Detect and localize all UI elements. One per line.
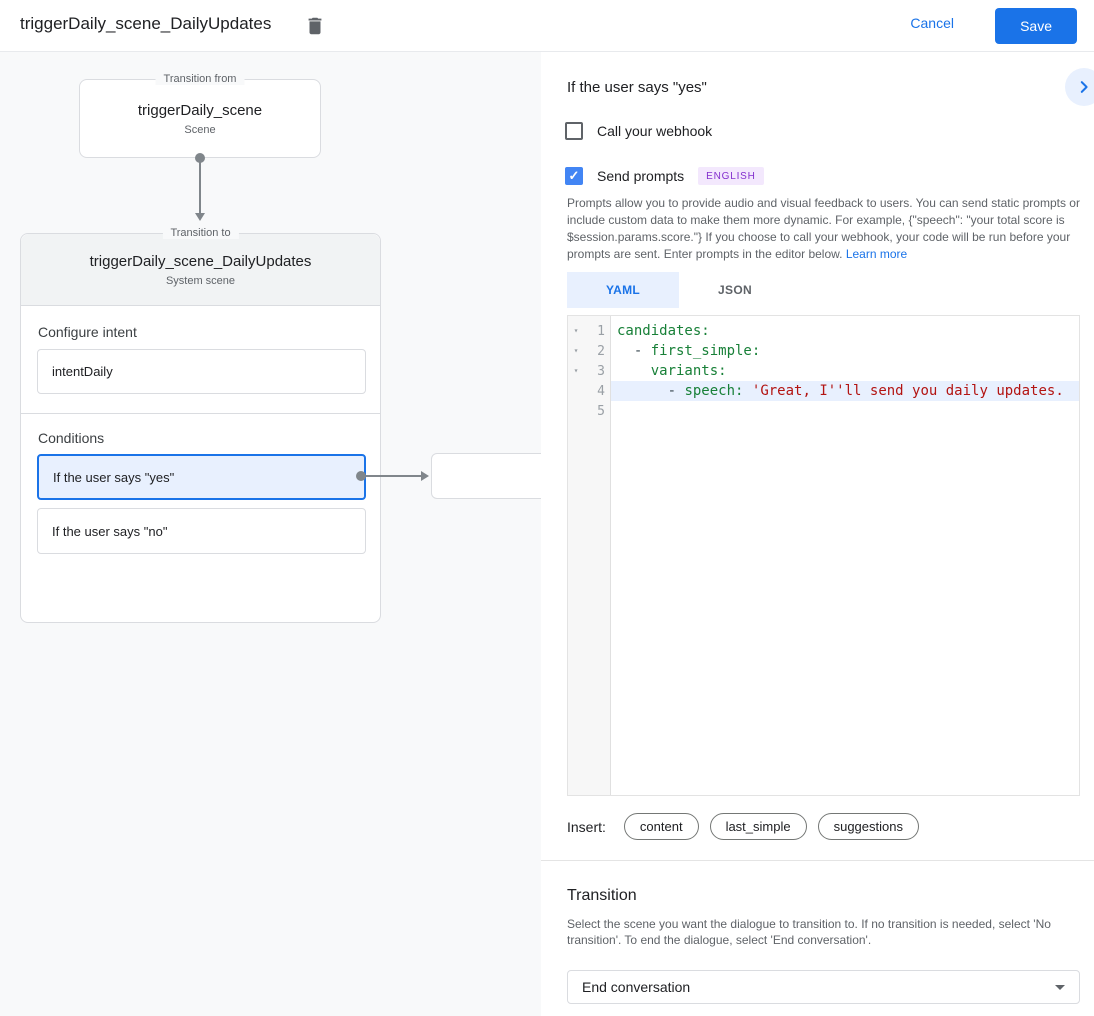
arrow-down-icon	[195, 213, 205, 221]
prompt-code-editor[interactable]: ▾ 1 ▾ 2 ▾ 3 4 5	[567, 315, 1080, 796]
webhook-checkbox-label: Call your webhook	[597, 123, 713, 139]
condition-detail-panel: If the user says "yes" Call your webhook…	[541, 52, 1094, 1016]
insert-chip-content[interactable]: content	[623, 813, 699, 840]
yaml-key: first_simple:	[650, 343, 761, 359]
tab-json[interactable]: JSON	[718, 283, 752, 297]
to-scene-name: triggerDaily_scene_DailyUpdates	[89, 252, 312, 270]
connector-line-horizontal	[366, 475, 423, 477]
line-number: 2	[597, 343, 605, 359]
code-area[interactable]: candidates: - first_simple: variants: - …	[611, 316, 1079, 795]
transition-description: Select the scene you want the dialogue t…	[567, 917, 1051, 947]
webhook-checkbox-row: Call your webhook	[565, 121, 712, 141]
to-scene-type: System scene	[165, 274, 236, 287]
code-line: variants:	[611, 361, 1079, 381]
checkmark-icon: ✓	[568, 168, 580, 183]
fold-caret-icon[interactable]: ▾	[573, 346, 579, 355]
editor-gutter: ▾ 1 ▾ 2 ▾ 3 4 5	[568, 316, 611, 795]
yaml-key: speech:	[684, 383, 744, 399]
prompts-checkbox-label: Send prompts	[597, 168, 685, 184]
transition-heading: Transition	[567, 887, 637, 904]
yaml-plain: -	[617, 343, 651, 359]
collapse-panel-button[interactable]	[1065, 68, 1094, 106]
yaml-plain	[743, 383, 751, 399]
section-divider	[21, 413, 380, 414]
page-title: triggerDaily_scene_DailyUpdates	[20, 14, 272, 33]
prompts-checkbox-row: ✓ Send prompts ENGLISH	[565, 166, 764, 186]
code-line: candidates:	[611, 321, 1079, 341]
line-number: 3	[597, 363, 605, 379]
scene-flow-canvas: Transition from triggerDaily_scene Scene…	[0, 52, 541, 1016]
insert-chip-last-simple[interactable]: last_simple	[709, 813, 807, 840]
yaml-key: variants:	[650, 363, 727, 379]
editor-format-tabs: YAML JSON	[567, 272, 791, 308]
code-line: - first_simple:	[611, 341, 1079, 361]
transition-dropdown[interactable]: End conversation	[567, 970, 1080, 1004]
fold-caret-icon[interactable]: ▾	[573, 326, 579, 335]
cancel-button[interactable]: Cancel	[910, 15, 954, 31]
insert-row: Insert: content last_simple suggestions	[567, 813, 930, 840]
transition-target-node[interactable]	[431, 453, 541, 499]
panel-heading: If the user says "yes"	[567, 79, 707, 96]
gutter-row: ▾ 1	[568, 321, 610, 341]
configure-intent-heading: Configure intent	[38, 324, 137, 340]
insert-label: Insert:	[567, 818, 606, 835]
yaml-plain: -	[617, 383, 685, 399]
insert-chip-suggestions[interactable]: suggestions	[817, 813, 919, 840]
prompts-checkbox[interactable]: ✓	[565, 167, 583, 185]
prompts-description: Prompts allow you to provide audio and v…	[567, 195, 1080, 263]
prompts-description-text: Prompts allow you to provide audio and v…	[567, 196, 1080, 261]
transition-from-node[interactable]: Transition from triggerDaily_scene Scene	[79, 73, 321, 158]
caret-down-icon	[1055, 984, 1065, 990]
connector-line-vertical	[199, 158, 201, 214]
tab-yaml[interactable]: YAML	[567, 272, 679, 308]
condition-item-no[interactable]: If the user says "no"	[37, 508, 366, 554]
yaml-string: 'Great, I''ll send you daily updates.	[751, 383, 1064, 399]
gutter-row: ▾ 3	[568, 361, 610, 381]
conditions-heading: Conditions	[38, 430, 105, 446]
condition-item-yes[interactable]: If the user says "yes"	[37, 454, 366, 500]
save-button[interactable]: Save	[995, 8, 1077, 44]
yaml-plain	[617, 363, 651, 379]
line-number: 5	[597, 403, 605, 419]
panel-divider	[541, 860, 1094, 861]
trash-icon	[304, 15, 326, 37]
transition-to-node[interactable]: Transition to triggerDaily_scene_DailyUp…	[20, 227, 381, 623]
line-number: 4	[597, 383, 605, 399]
chevron-right-icon	[1075, 78, 1093, 96]
code-line	[611, 401, 1079, 421]
language-badge: ENGLISH	[698, 167, 764, 185]
gutter-row: 4	[568, 381, 610, 401]
yaml-key: candidates:	[617, 323, 710, 339]
transition-to-legend: Transition to	[162, 227, 239, 239]
fold-caret-icon[interactable]: ▾	[573, 366, 579, 375]
top-bar: triggerDaily_scene_DailyUpdates Cancel S…	[0, 0, 1094, 52]
from-scene-type: Scene	[184, 123, 216, 136]
gutter-row: 5	[568, 401, 610, 421]
line-number: 1	[597, 323, 605, 339]
arrow-right-icon	[421, 471, 429, 481]
code-line-active: - speech: 'Great, I''ll send you daily u…	[611, 381, 1079, 401]
delete-button[interactable]	[302, 13, 328, 39]
to-scene-header: triggerDaily_scene_DailyUpdates System s…	[21, 234, 380, 306]
connector-dot	[356, 471, 366, 481]
from-scene-name: triggerDaily_scene	[137, 101, 263, 119]
webhook-checkbox[interactable]	[565, 122, 583, 140]
learn-more-link[interactable]: Learn more	[845, 247, 908, 261]
transition-dropdown-value: End conversation	[582, 979, 691, 995]
transition-from-legend: Transition from	[155, 73, 245, 85]
gutter-row: ▾ 2	[568, 341, 610, 361]
intent-item[interactable]: intentDaily	[37, 349, 366, 394]
